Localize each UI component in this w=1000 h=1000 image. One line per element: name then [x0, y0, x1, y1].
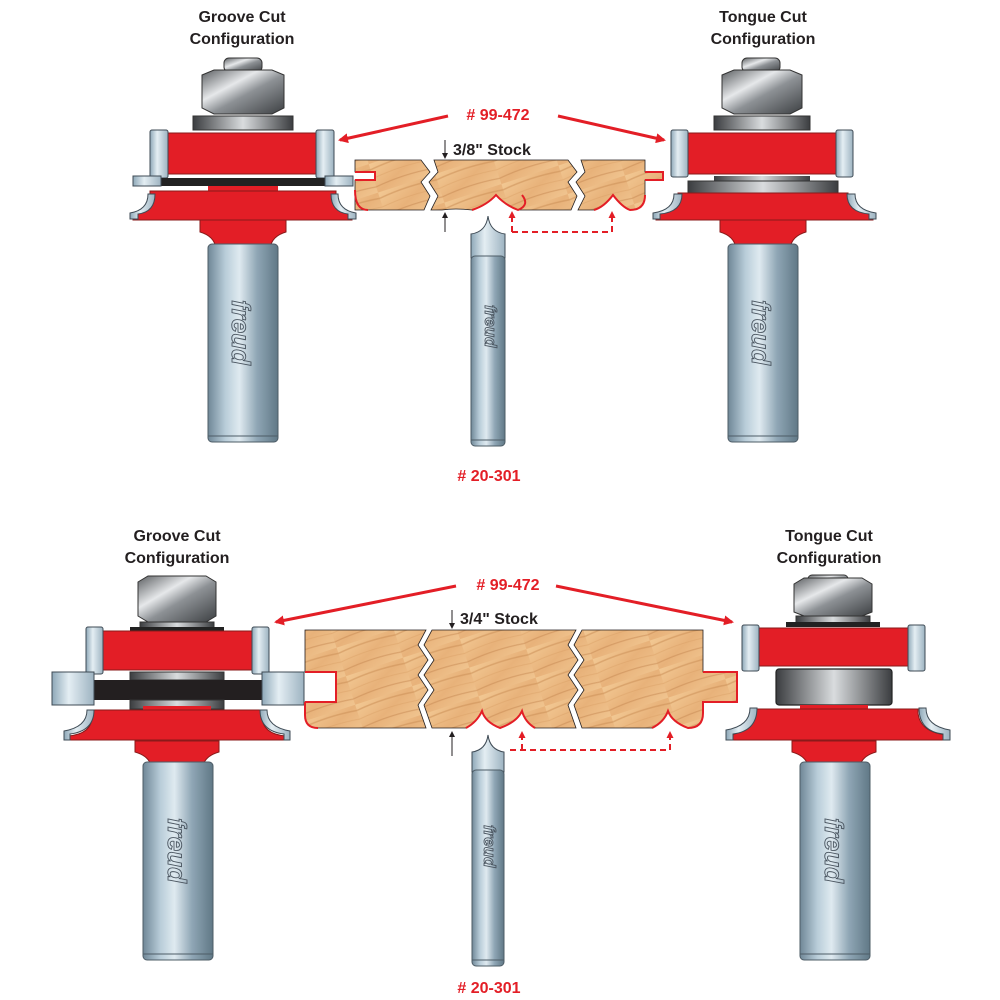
bearing [687, 180, 839, 194]
cutter-upper [685, 132, 839, 175]
carbide-tip [907, 624, 926, 672]
bearing [775, 668, 893, 706]
top-section: Groove Cut Configuration Tongue Cut Conf… [129, 9, 877, 485]
cutter-upper [165, 132, 321, 175]
shank [799, 761, 871, 961]
cutter-lower [729, 708, 947, 741]
freud-logo: freud [819, 818, 849, 884]
freud-logo: freud [746, 300, 776, 366]
cutter-upper [101, 630, 253, 671]
shank [207, 243, 279, 443]
carbide-tip [251, 626, 270, 675]
carbide-tip [741, 624, 760, 672]
carbide-tip [85, 626, 104, 675]
top-groove-bit: freud [129, 57, 357, 443]
freud-logo: freud [226, 300, 256, 366]
bead-cutter [471, 734, 505, 773]
carbide-tip [670, 129, 689, 178]
freud-logo: freud [481, 305, 500, 348]
spacer-shim [133, 178, 353, 186]
hex-nut-icon [793, 577, 873, 617]
bottom-groove-label-line2: Configuration [125, 550, 230, 567]
bottom-stock-label: 3/4" Stock [460, 611, 538, 628]
bottom-tongue-bit: freud [725, 574, 951, 961]
cutter-lower [67, 709, 287, 741]
spacer-shim [90, 680, 266, 700]
shank [470, 255, 506, 447]
shank [471, 769, 505, 967]
top-tongue-label-line2: Configuration [711, 31, 816, 48]
top-bit-set-part-number: # 99-472 [466, 107, 529, 124]
top-groove-label-line1: Groove Cut [198, 9, 286, 26]
freud-logo: freud [480, 825, 499, 868]
shank [727, 243, 799, 443]
bottom-groove-label-line1: Groove Cut [133, 528, 221, 545]
arrow-icon [274, 584, 457, 626]
bead-cutter [470, 215, 506, 259]
indexing-dashed-arrow [510, 731, 674, 751]
arrow-icon [338, 114, 449, 144]
hex-nut-icon [721, 69, 803, 115]
washer [713, 115, 811, 131]
top-tongue-bit: freud [652, 57, 877, 443]
bottom-tongue-label-line1: Tongue Cut [785, 528, 873, 545]
bottom-bead-bit: freud [471, 734, 505, 967]
top-stock-label: 3/8" Stock [453, 142, 531, 159]
shank [142, 761, 214, 961]
top-bead-bit-part-number: # 20-301 [457, 468, 520, 485]
bottom-section: Groove Cut Configuration Tongue Cut Conf… [51, 528, 951, 997]
bottom-stock-board [304, 629, 738, 730]
cutter-lower [655, 192, 874, 221]
carbide-tip [315, 129, 335, 179]
arrow-icon [557, 114, 666, 144]
washer [192, 115, 294, 131]
top-tongue-label-line1: Tongue Cut [719, 9, 807, 26]
carbide-tip [149, 129, 169, 179]
freud-logo: freud [162, 818, 192, 884]
cutter-lower [132, 190, 353, 221]
bottom-bit-set-part-number: # 99-472 [476, 577, 539, 594]
indexing-dashed-arrow [512, 211, 616, 233]
bottom-tongue-label-line2: Configuration [777, 550, 882, 567]
top-groove-label-line2: Configuration [190, 31, 295, 48]
hex-nut-icon [137, 575, 217, 623]
carbide-tip [835, 129, 854, 178]
top-stock-board [354, 159, 664, 212]
arrow-icon [555, 584, 734, 626]
top-bead-bit: freud [470, 215, 506, 447]
cutter-upper [757, 627, 909, 667]
hex-nut-icon [201, 69, 285, 115]
bottom-groove-bit: freud [51, 575, 305, 961]
bottom-bead-bit-part-number: # 20-301 [457, 980, 520, 997]
